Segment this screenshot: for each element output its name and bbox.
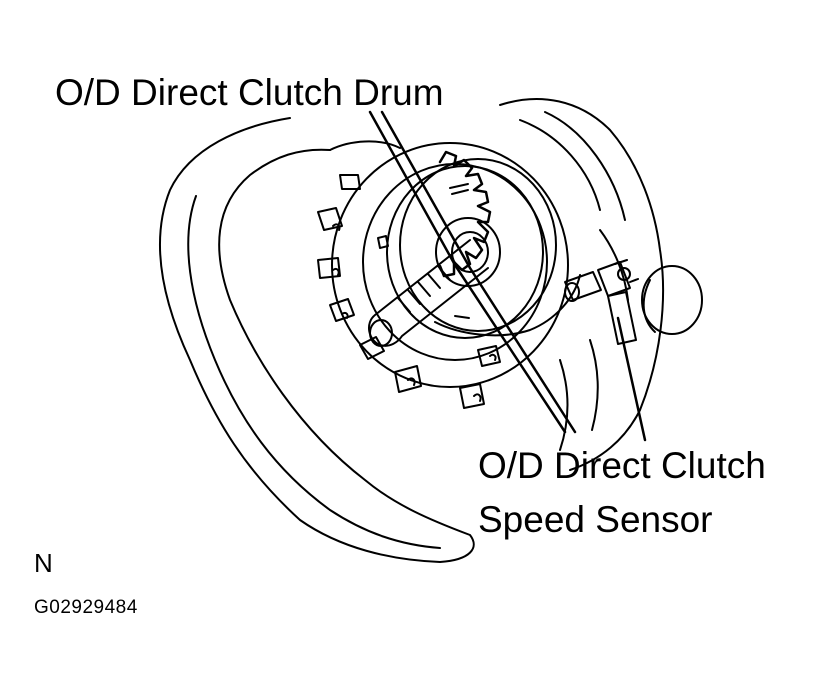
housing-outline [159,117,475,563]
speed-sensor [564,259,639,345]
figure-code: G02929484 [34,597,138,618]
clutch-drum-face [386,165,544,339]
bolt-bosses [317,174,501,409]
case-boss-shadow [642,279,656,333]
clutch-drum-teeth [438,150,492,278]
housing-top-edge [329,140,401,151]
rear-case-rib-1 [519,119,601,211]
clutch-drum-band [434,274,581,337]
corner-letter: N [34,548,53,578]
drum-label: O/D Direct Clutch Drum [55,72,444,113]
clutch-drum-slot-top [449,183,469,195]
rear-case-rib-5 [559,359,569,451]
drum-leader-line [368,110,567,434]
input-shaft-end [369,319,393,347]
rear-case-rib-2 [544,111,626,221]
clutch-drum-rim [399,158,557,332]
pump-ring-outer [331,142,569,388]
rear-case-rib-4 [589,339,599,431]
housing-inner-lip [187,195,441,549]
clutch-drum-slot-bottom [454,315,470,319]
drum-hub-inner [451,231,489,273]
rear-case-outline [499,98,665,471]
sensor-label-line1: O/D Direct Clutch [478,445,766,486]
drum-leader-line-2 [380,110,577,434]
sensor-leader-line [616,316,647,442]
case-boss [641,265,703,335]
sensor-label-line2: Speed Sensor [478,499,713,540]
input-shaft-splines [397,265,451,313]
